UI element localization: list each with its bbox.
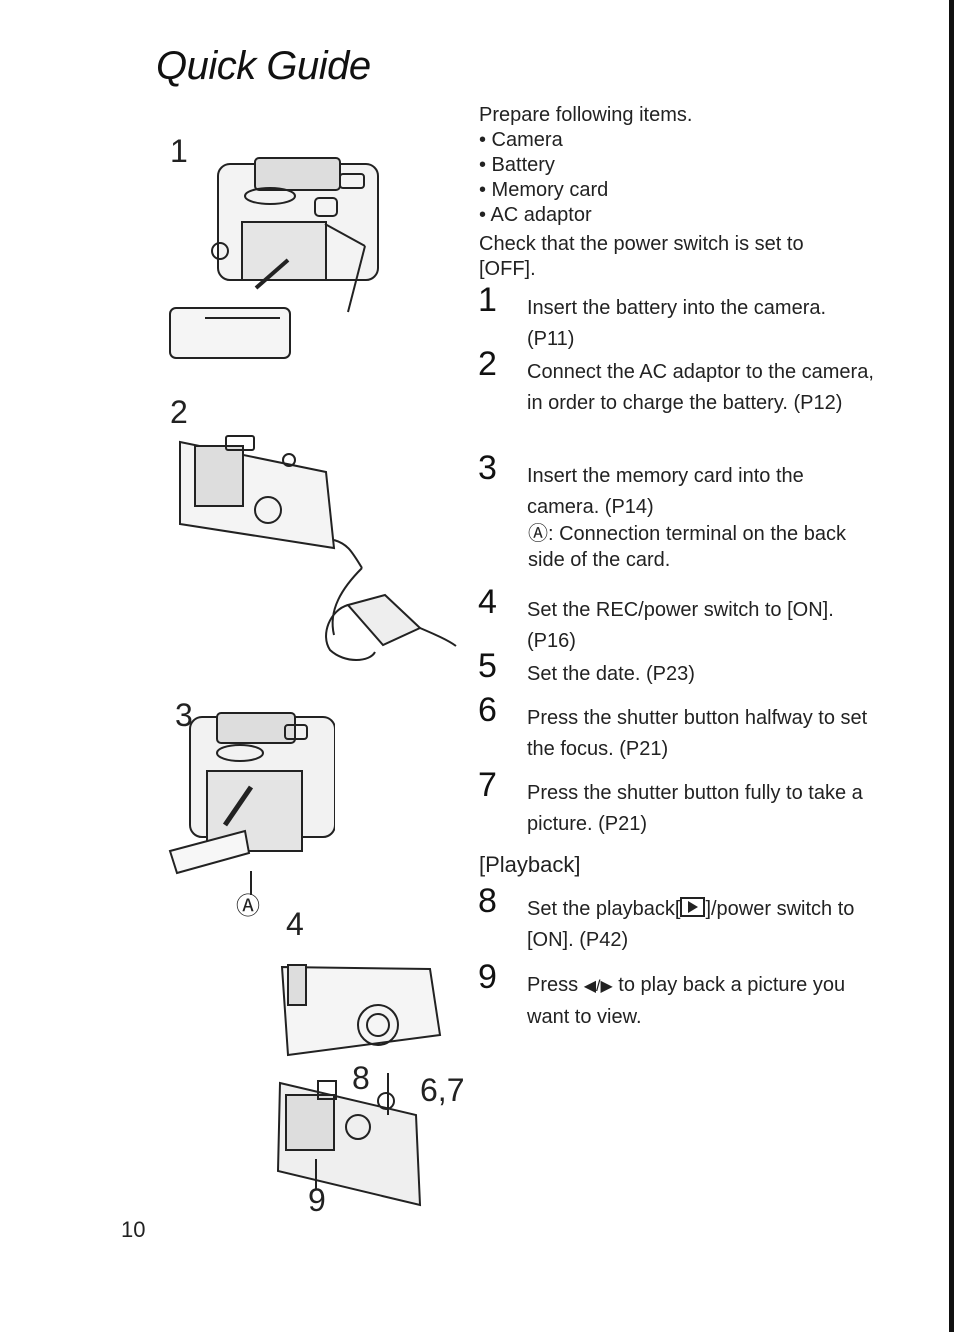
step-number: 7 bbox=[478, 766, 497, 804]
step-number: 3 bbox=[478, 449, 497, 487]
page-title: Quick Guide bbox=[156, 44, 371, 88]
playback-icon bbox=[680, 897, 706, 917]
label-8: 8 bbox=[352, 1060, 370, 1096]
step-text: Press ◀/▶ to play back a picture you wan… bbox=[527, 970, 877, 1033]
item-camera: • Camera bbox=[479, 129, 563, 151]
intro-block: Prepare following items. • Camera • Batt… bbox=[479, 103, 909, 228]
power-check-text: Check that the power switch is set to [O… bbox=[479, 233, 804, 280]
step-text: Press the shutter button fully to take a… bbox=[527, 782, 863, 835]
step-number: 8 bbox=[478, 882, 497, 920]
item-battery: • Battery bbox=[479, 154, 555, 176]
step-number: 2 bbox=[478, 345, 497, 383]
label-9: 9 bbox=[308, 1182, 326, 1218]
step8-text-after: ]/power switch to [ON]. (P42) bbox=[527, 898, 855, 951]
figure-1-label: 1 bbox=[170, 133, 188, 169]
step-3-note: Ⓐ: Connection terminal on the back side … bbox=[528, 523, 846, 571]
figure-2-label: 2 bbox=[170, 394, 188, 430]
step-text: Set the date. (P23) bbox=[527, 663, 695, 685]
step-text: Set the playback[]/power switch to [ON].… bbox=[527, 894, 877, 956]
page-edge bbox=[949, 0, 954, 1332]
figure-3-label: 3 bbox=[175, 697, 193, 733]
step-text: Press the shutter button halfway to set … bbox=[527, 707, 868, 760]
ac-adaptor-illustration bbox=[179, 435, 457, 661]
step-text: Connect the AC adaptor to the camera, in… bbox=[527, 361, 874, 414]
intro-heading: Prepare following items. bbox=[479, 104, 693, 126]
label-6-7: 6,7 bbox=[420, 1072, 465, 1108]
item-memory-card: • Memory card bbox=[479, 179, 609, 201]
step-number: 6 bbox=[478, 691, 497, 729]
camera-front-back-illustration bbox=[276, 964, 442, 1207]
step-number: 4 bbox=[478, 583, 497, 621]
step-text: Insert the memory card into the camera. … bbox=[527, 465, 804, 518]
step8-text-before: Set the playback[ bbox=[527, 898, 681, 920]
step9-text-before: Press bbox=[527, 974, 584, 996]
a-marker: Ⓐ bbox=[236, 893, 260, 920]
step-text: Insert the battery into the camera. (P11… bbox=[527, 297, 827, 350]
playback-heading: [Playback] bbox=[479, 852, 581, 877]
step-text: Set the REC/power switch to [ON]. (P16) bbox=[527, 599, 834, 652]
left-right-arrow-icons: ◀/▶ bbox=[583, 978, 613, 995]
step-number: 9 bbox=[478, 958, 497, 996]
step9-text-after: to play back a picture you want to view. bbox=[527, 974, 846, 1028]
item-ac-adaptor: • AC adaptor bbox=[479, 204, 592, 226]
page-number: 10 bbox=[121, 1217, 146, 1242]
memory-card-insertion-illustration bbox=[168, 712, 335, 895]
step-number: 5 bbox=[478, 647, 497, 685]
step-number: 1 bbox=[478, 281, 497, 319]
battery-insertion-illustration bbox=[169, 157, 379, 359]
figure-4-label: 4 bbox=[286, 906, 304, 942]
